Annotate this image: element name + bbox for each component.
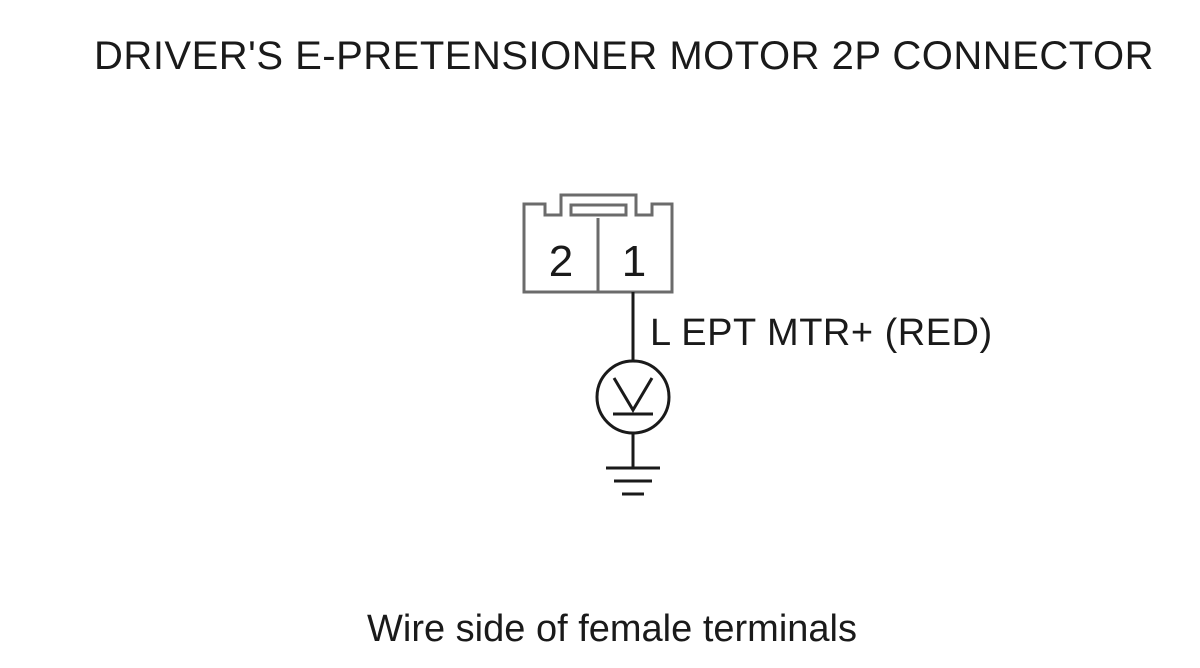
- diagram-caption: Wire side of female terminals: [367, 608, 857, 650]
- connector-body: [522, 193, 674, 294]
- wire-label: L EPT MTR+ (RED): [650, 312, 993, 354]
- voltmeter-circle: [595, 359, 671, 435]
- voltmeter-v-glyph: [612, 377, 654, 413]
- diagram-title: DRIVER'S E-PRETENSIONER MOTOR 2P CONNECT…: [94, 34, 1154, 78]
- terminal-1-label: 1: [622, 237, 646, 286]
- connector-latch: [569, 203, 628, 217]
- ground-icon: [606, 466, 660, 496]
- voltmeter-icon: [595, 359, 671, 435]
- connector-2p: [522, 193, 674, 294]
- terminal-2-label: 2: [549, 237, 573, 286]
